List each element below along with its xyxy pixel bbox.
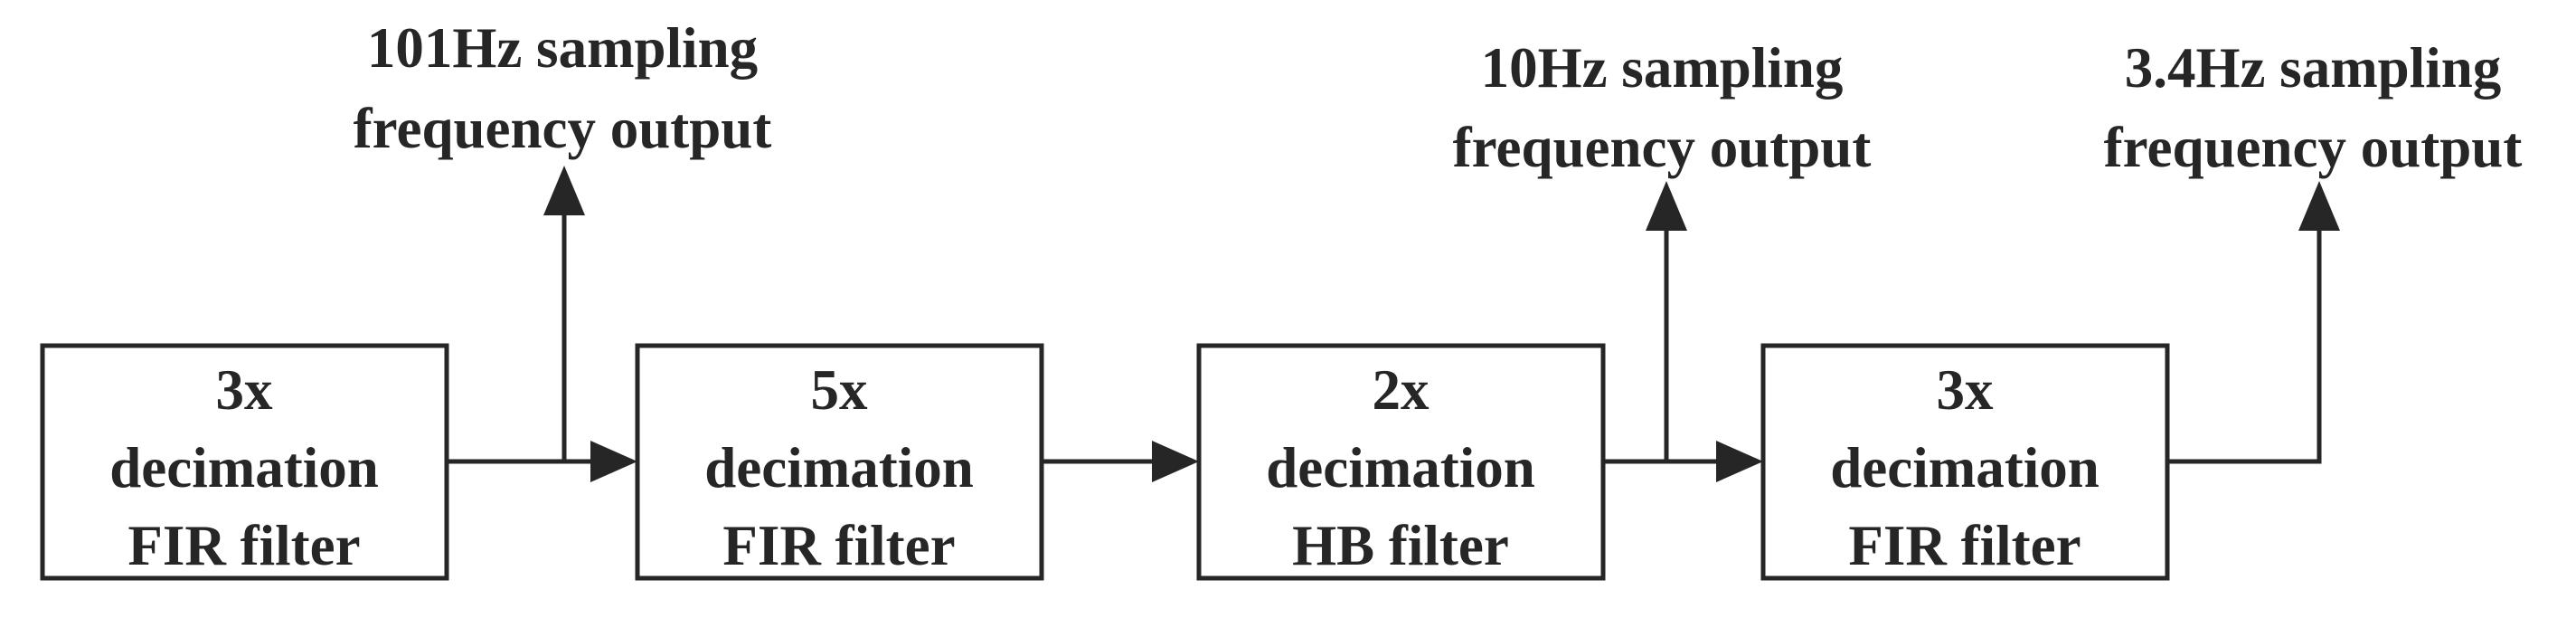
tap-to-output-1-arrowhead [543,166,585,215]
connector-3-to-4-arrowhead [1716,441,1763,482]
filter-block-1: 3x decimation FIR filter [40,343,449,581]
filter-block-4-type: FIR filter [1848,514,2081,577]
filter-block-2-box [635,343,1044,581]
output-3-connector-line [2167,228,2322,464]
filter-block-1-mode: decimation [109,436,378,499]
connector-1-to-2-arrowhead [590,441,637,482]
filter-block-3-mode: decimation [1266,436,1534,499]
filter-block-3: 2x decimation HB filter [1196,343,1606,581]
output-label-1-line-2: frequency output [354,97,772,160]
output-label-1-line-1: 101Hz sampling [367,16,758,80]
filter-block-2-mode: decimation [704,436,973,499]
connector-1-to-2 [447,441,637,482]
filter-block-3-type: HB filter [1292,514,1509,577]
filter-block-2: 5x decimation FIR filter [635,343,1044,581]
connector-3-to-4 [1603,441,1763,482]
output-label-1: 101Hz sampling frequency output [354,16,772,160]
filter-block-2-type: FIR filter [722,514,955,577]
filter-block-4: 3x decimation FIR filter [1760,343,2170,581]
filter-block-4-factor: 3x [1937,358,1995,422]
filter-block-2-factor: 5x [811,358,869,422]
connector-2-to-3-arrowhead [1152,441,1199,482]
output-label-3-line-2: frequency output [2104,116,2523,179]
connector-2-to-3 [1042,441,1199,482]
tap-to-output-1 [543,166,585,461]
output-3-connector-arrowhead [2298,181,2340,231]
filter-block-3-box [1196,343,1606,581]
filter-block-1-factor: 3x [216,358,274,422]
output-label-3-line-1: 3.4Hz sampling [2125,36,2502,100]
tap-to-output-2 [1646,181,1687,461]
output-label-2-line-2: frequency output [1453,116,1872,179]
filter-block-4-box [1760,343,2170,581]
output-label-3: 3.4Hz sampling frequency output [2104,36,2523,179]
filter-block-1-box [40,343,449,581]
output-label-2-line-1: 10Hz sampling [1481,36,1844,100]
tap-to-output-2-arrowhead [1646,181,1687,231]
filter-block-4-mode: decimation [1830,436,2099,499]
filter-block-3-factor: 2x [1373,358,1430,422]
output-label-2: 10Hz sampling frequency output [1453,36,1872,179]
filter-block-1-type: FIR filter [127,514,360,577]
output-3-connector [2167,181,2340,464]
